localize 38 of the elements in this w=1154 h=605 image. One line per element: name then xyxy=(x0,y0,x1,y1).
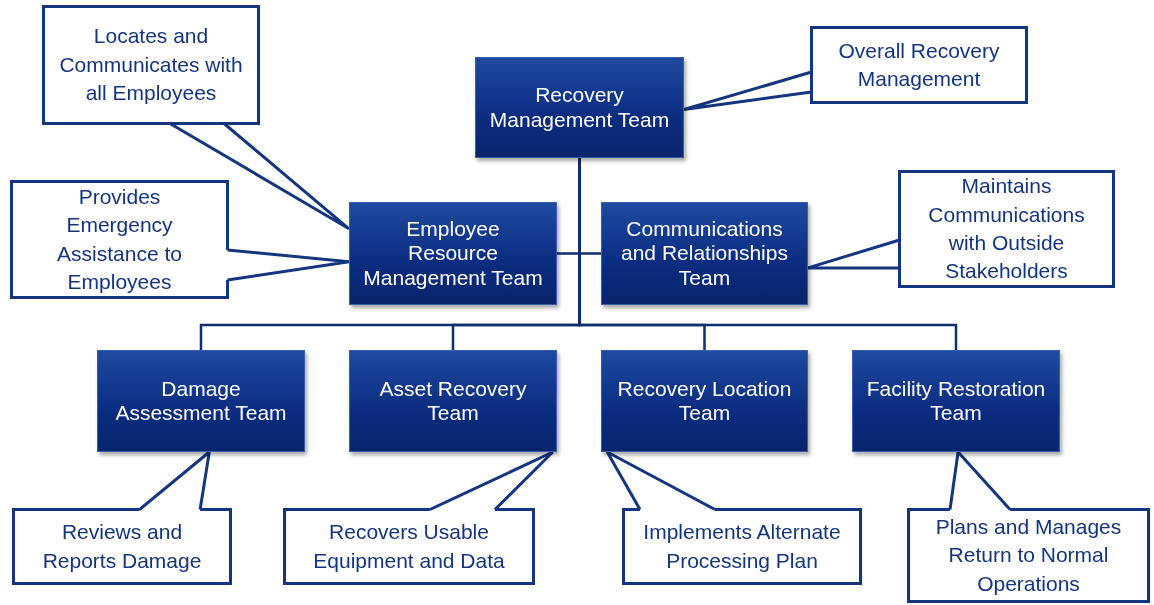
team-box xyxy=(349,350,557,452)
callout-pointer xyxy=(428,450,555,511)
label-text: Asset Recovery Team xyxy=(378,376,528,426)
label-text: Damage Assessment Team xyxy=(114,376,288,426)
label-text: Reviews and Reports Damage xyxy=(41,519,203,574)
callout-box xyxy=(283,508,535,585)
team-box xyxy=(475,57,684,158)
callout-box xyxy=(12,508,232,585)
team-box xyxy=(349,202,557,305)
callout-pointer xyxy=(806,238,901,270)
team-box xyxy=(852,350,1060,452)
callout-box xyxy=(810,26,1028,104)
callout-pointer xyxy=(948,450,1012,511)
callout-pointer xyxy=(138,450,211,511)
label-text: Facility Restoration Team xyxy=(865,376,1047,426)
label-text: Locates and Communicates with all Employees xyxy=(58,23,244,107)
label-text: Provides Emergency Assistance to Employees xyxy=(56,183,183,295)
label-text: Recovers Usable Equipment and Data xyxy=(312,519,506,574)
callout-pointer xyxy=(226,248,351,282)
callout-box xyxy=(898,170,1115,288)
label-text: Implements Alternate Processing Plan xyxy=(642,519,842,574)
callout-pointer xyxy=(682,70,813,111)
label-text: Maintains Communications with Outside Stakeholders xyxy=(927,173,1086,285)
label-text: Communications and Relationships Team xyxy=(620,217,789,290)
label-text: Recovery Management Team xyxy=(488,83,671,132)
callout-box xyxy=(10,180,229,299)
callout-box xyxy=(622,508,862,585)
callout-pointer xyxy=(168,122,351,231)
label-text: Employee Resource Management Team xyxy=(362,217,544,290)
label-text: Recovery Location Team xyxy=(616,376,793,426)
team-box xyxy=(601,350,808,452)
callout-box xyxy=(42,5,260,125)
callout-pointer xyxy=(605,450,717,511)
label-text: Plans and Manages Return to Normal Operations xyxy=(934,514,1123,597)
callout-box xyxy=(907,508,1150,603)
team-box xyxy=(601,202,808,305)
team-box xyxy=(97,350,305,452)
label-text: Overall Recovery Management xyxy=(837,37,1001,92)
